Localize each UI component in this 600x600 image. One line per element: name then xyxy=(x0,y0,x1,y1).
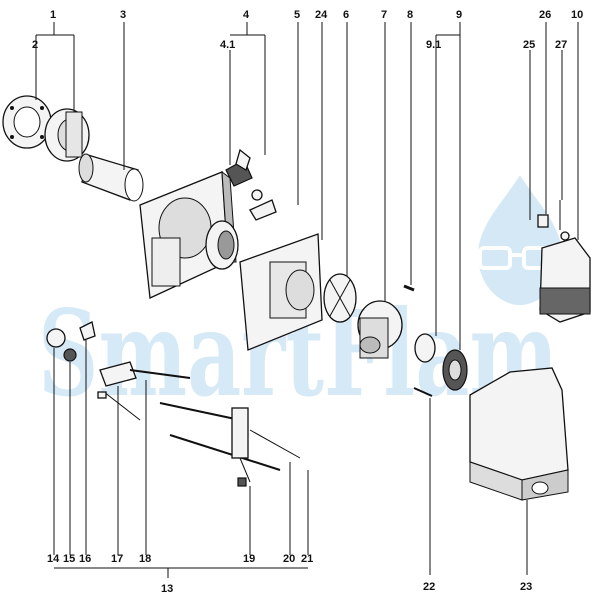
label-5: 5 xyxy=(294,9,300,21)
label-4: 4 xyxy=(243,9,250,21)
label-16: 16 xyxy=(79,553,91,565)
part-19-21-oil-line xyxy=(159,402,301,487)
label-23: 23 xyxy=(520,581,532,593)
label-25: 25 xyxy=(523,39,535,51)
label-18: 18 xyxy=(139,553,151,565)
part-labels: 1 2 3 4 4.1 5 24 6 7 8 9 9.1 26 10 25 27… xyxy=(32,9,583,595)
part-9-coupling xyxy=(414,333,468,391)
label-15: 15 xyxy=(63,553,75,565)
label-19: 19 xyxy=(243,553,255,565)
label-21: 21 xyxy=(301,553,313,565)
label-8: 8 xyxy=(407,9,413,21)
part-6-air-disk xyxy=(323,273,357,323)
label-9-1: 9.1 xyxy=(426,39,441,51)
label-1: 1 xyxy=(50,9,56,21)
label-20: 20 xyxy=(283,553,295,565)
label-27: 27 xyxy=(555,39,567,51)
label-26: 26 xyxy=(539,9,551,21)
leader-lines xyxy=(35,22,579,578)
part-17-nozzle-holder xyxy=(97,361,141,421)
label-22: 22 xyxy=(423,581,435,593)
part-23-cover xyxy=(469,367,569,501)
part-24-plate xyxy=(239,233,323,351)
label-4-1: 4.1 xyxy=(220,39,235,51)
part-7-pump xyxy=(357,300,403,359)
part-1-flange xyxy=(44,108,90,162)
label-6: 6 xyxy=(343,9,349,21)
label-2: 2 xyxy=(32,39,38,51)
label-10: 10 xyxy=(571,9,583,21)
part-3-blast-tube xyxy=(78,153,144,202)
part-15-nut xyxy=(63,348,77,362)
part-10-control-box xyxy=(539,231,591,323)
fan-wheel xyxy=(205,220,239,270)
part-16-clip xyxy=(79,321,96,341)
label-17: 17 xyxy=(111,553,123,565)
part-14-gear xyxy=(46,328,66,348)
part-4-motor-parts xyxy=(225,148,277,221)
label-7: 7 xyxy=(381,9,387,21)
part-26-relay xyxy=(537,214,549,228)
part-18-rod xyxy=(129,369,191,379)
label-13: 13 xyxy=(161,583,173,595)
label-24: 24 xyxy=(315,9,328,21)
label-14: 14 xyxy=(47,553,60,565)
label-3: 3 xyxy=(120,9,126,21)
part-2-gasket xyxy=(2,95,52,149)
label-9: 9 xyxy=(456,9,462,21)
part-8-pin xyxy=(403,284,415,292)
part-22-pin xyxy=(413,387,433,397)
